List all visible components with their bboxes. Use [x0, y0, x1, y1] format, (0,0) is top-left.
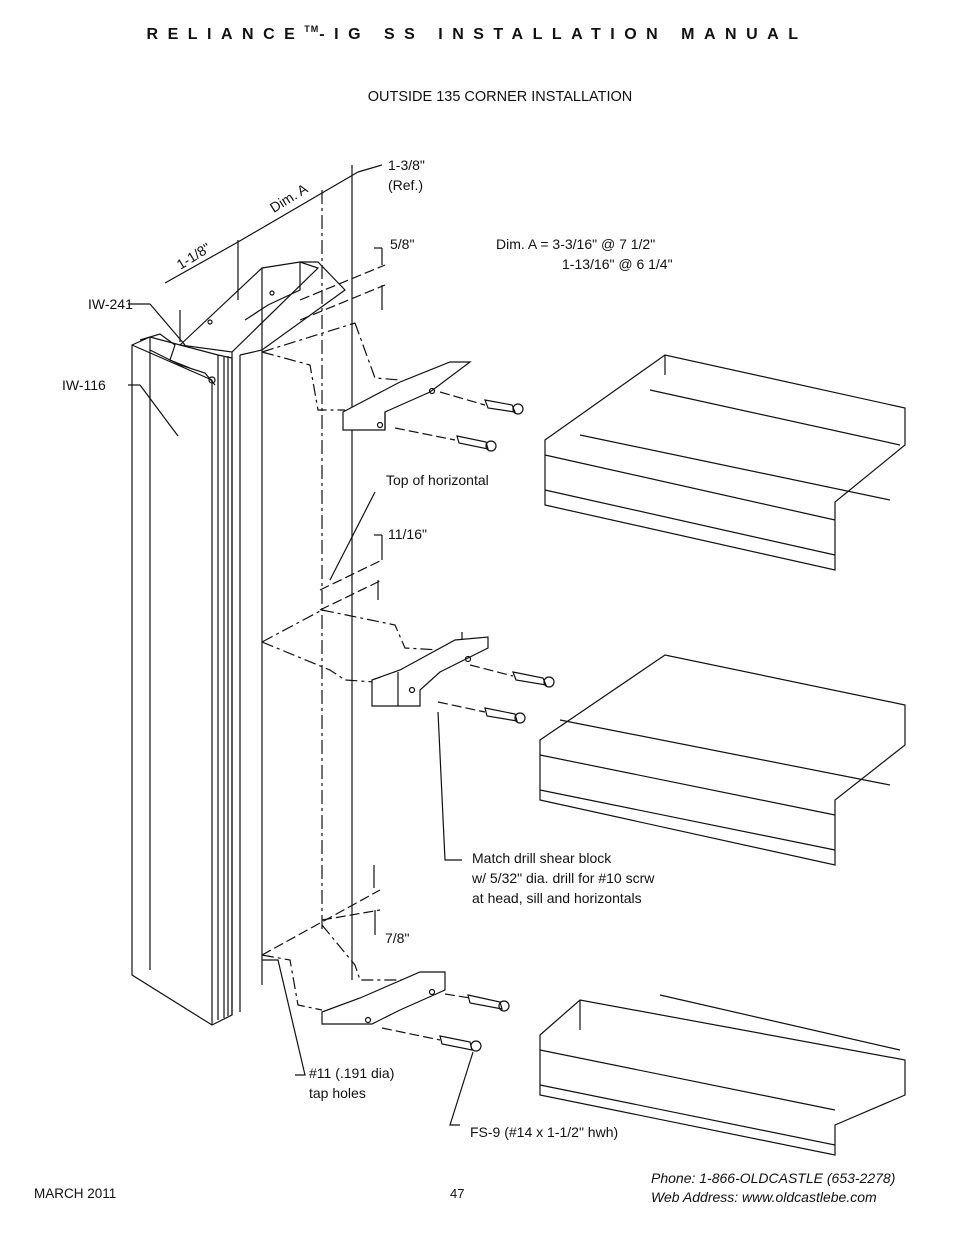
dim-five-eighths: 5/8" [390, 236, 415, 252]
dim-ref-note: (Ref.) [388, 177, 423, 193]
match-drill-line-1: Match drill shear block [472, 850, 612, 866]
tap-holes-line-2: tap holes [309, 1085, 366, 1101]
dim-ref: 1-3/8" [388, 157, 425, 173]
footer-phone: Phone: 1-866-OLDCASTLE (653-2278) [651, 1170, 896, 1186]
dim-a-note-2: 1-13/16" @ 6 1/4" [562, 256, 673, 272]
title-rest: -IG SS INSTALLATION MANUAL [319, 26, 808, 43]
top-shear-block [261, 322, 524, 452]
footer-web: Web Address: www.oldcastlebe.com [651, 1189, 877, 1205]
middle-shear-block [261, 491, 555, 861]
fs9-label: FS-9 (#14 x 1-1/2" hwh) [470, 1124, 619, 1140]
iw-241-label: IW-241 [88, 296, 133, 312]
bottom-shear-block [261, 865, 510, 1126]
page-number: 47 [450, 1186, 465, 1201]
dim-a-note-1: Dim. A = 3-3/16" @ 7 1/2" [496, 236, 656, 252]
dim-eleven-sixteenths: 11/16" [388, 526, 427, 542]
horizontal-profile-middle [539, 654, 906, 866]
title-brand: RELIANCE [146, 26, 305, 43]
page-subtitle: OUTSIDE 135 CORNER INSTALLATION [367, 89, 633, 105]
footer-date: MARCH 2011 [34, 1186, 117, 1201]
iw-116-label: IW-116 [62, 377, 106, 393]
iw-241-corner [178, 261, 346, 1015]
match-drill-line-2: w/ 5/32" dia. drill for #10 scrw [472, 870, 655, 886]
horizontal-profile-bottom [539, 994, 906, 1156]
dimension-lines [128, 164, 386, 437]
top-of-horizontal-label: Top of horizontal [386, 472, 489, 488]
manual-title: RELIANCETM-IG SS INSTALLATION MANUAL [0, 24, 954, 44]
trademark-mark: TM [304, 24, 320, 34]
horizontal-profile-top [544, 354, 906, 571]
dim-seven-eighths: 7/8" [385, 930, 410, 946]
match-drill-line-3: at head, sill and horizontals [472, 890, 642, 906]
tap-holes-line-1: #11 (.191 dia) [309, 1065, 395, 1081]
iw-116-mullion [131, 333, 233, 1026]
